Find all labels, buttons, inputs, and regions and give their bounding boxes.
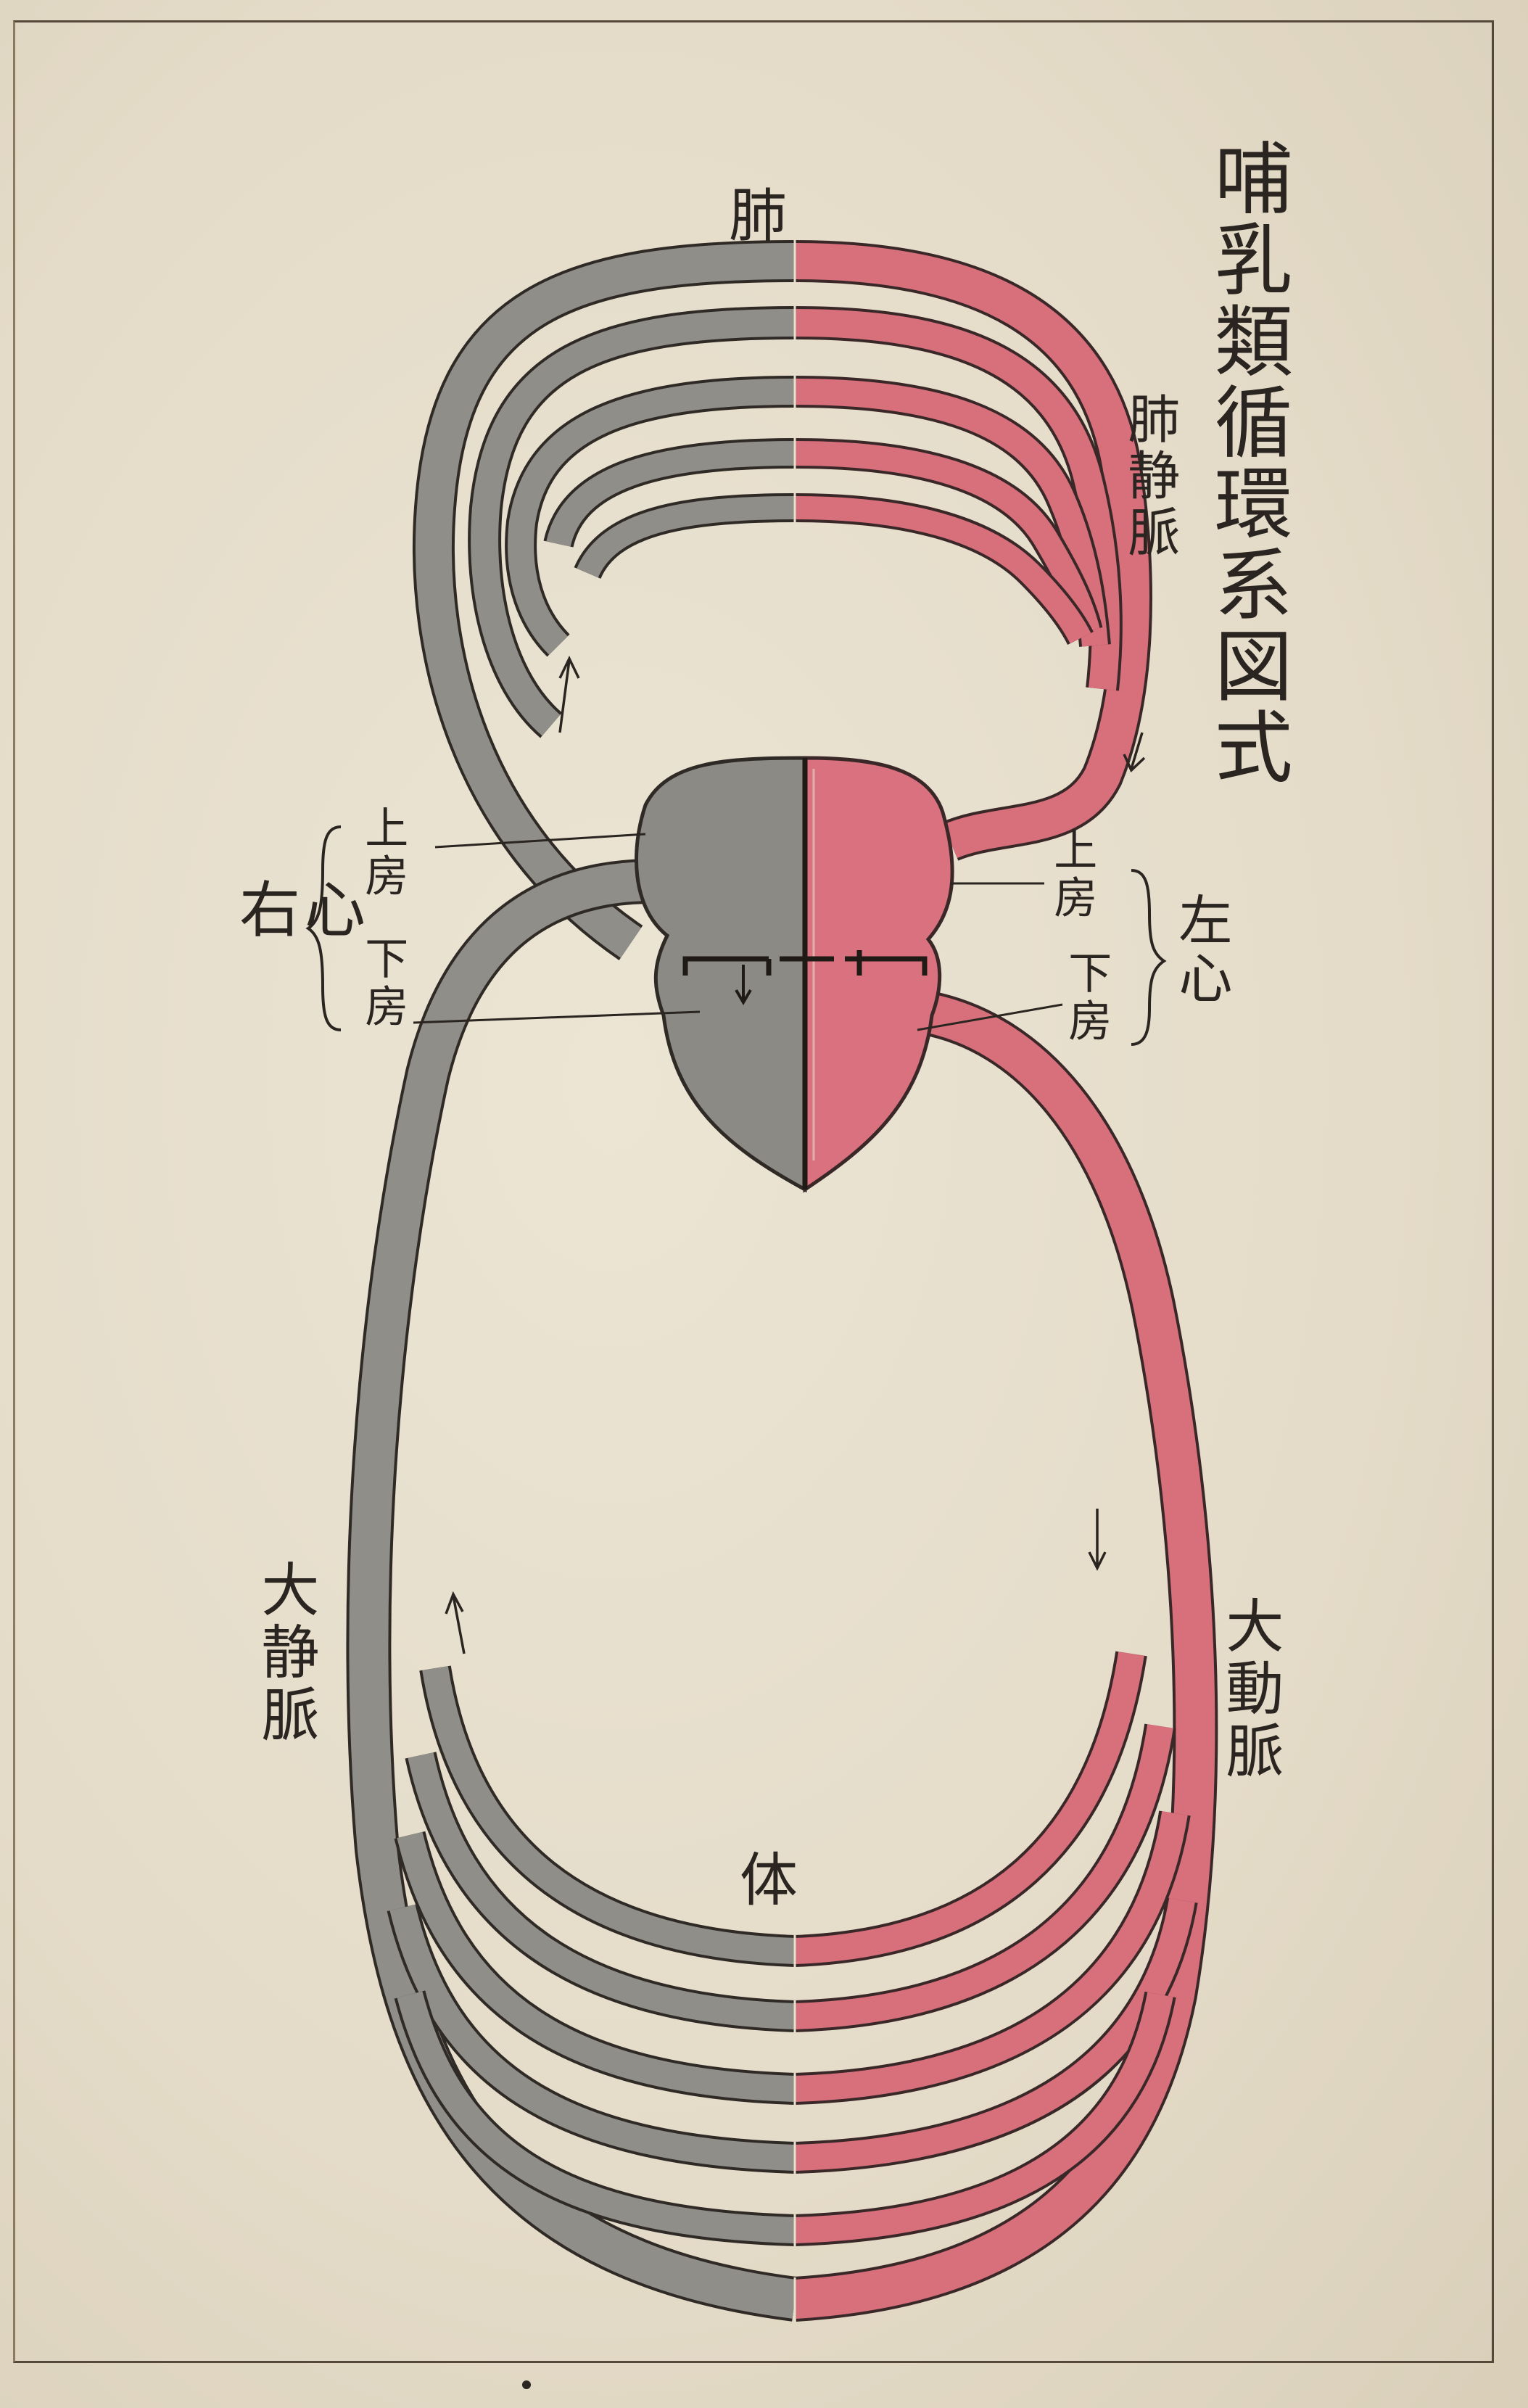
heart-left-side-red <box>805 758 952 1189</box>
heart-right-side-gray <box>637 758 805 1189</box>
right-upper-chamber-label: 上房 <box>359 805 406 901</box>
left-lower-chamber-label: 下房 <box>1062 950 1110 1046</box>
arrow-up-pulmonary <box>560 659 579 733</box>
pulmonary-veins-red <box>795 261 1131 841</box>
page-title: 哺乳類循環系図式 <box>1204 138 1289 788</box>
arrow-up-vena-cava <box>446 1594 464 1654</box>
heart <box>637 758 953 1189</box>
pulmonary-vein-label: 肺静脈 <box>1120 392 1177 561</box>
right-lower-chamber-label: 下房 <box>359 936 406 1031</box>
systemic-arteries-red <box>795 1012 1195 2299</box>
ink-speck <box>522 2380 531 2389</box>
body-label: 体 <box>740 1850 798 1912</box>
right-heart-label: 右心 <box>239 878 370 944</box>
left-heart-label: 左心 <box>1171 892 1229 1008</box>
vena-cava-label: 大静脈 <box>254 1559 316 1747</box>
left-heart-brace <box>1131 870 1164 1044</box>
left-upper-chamber-label: 上房 <box>1048 827 1095 923</box>
arrow-down-aorta <box>1089 1509 1105 1568</box>
pulmonary-vessel-5 <box>587 508 795 573</box>
lung-label: 肺 <box>729 185 787 247</box>
aorta-label: 大動脈 <box>1218 1596 1281 1783</box>
